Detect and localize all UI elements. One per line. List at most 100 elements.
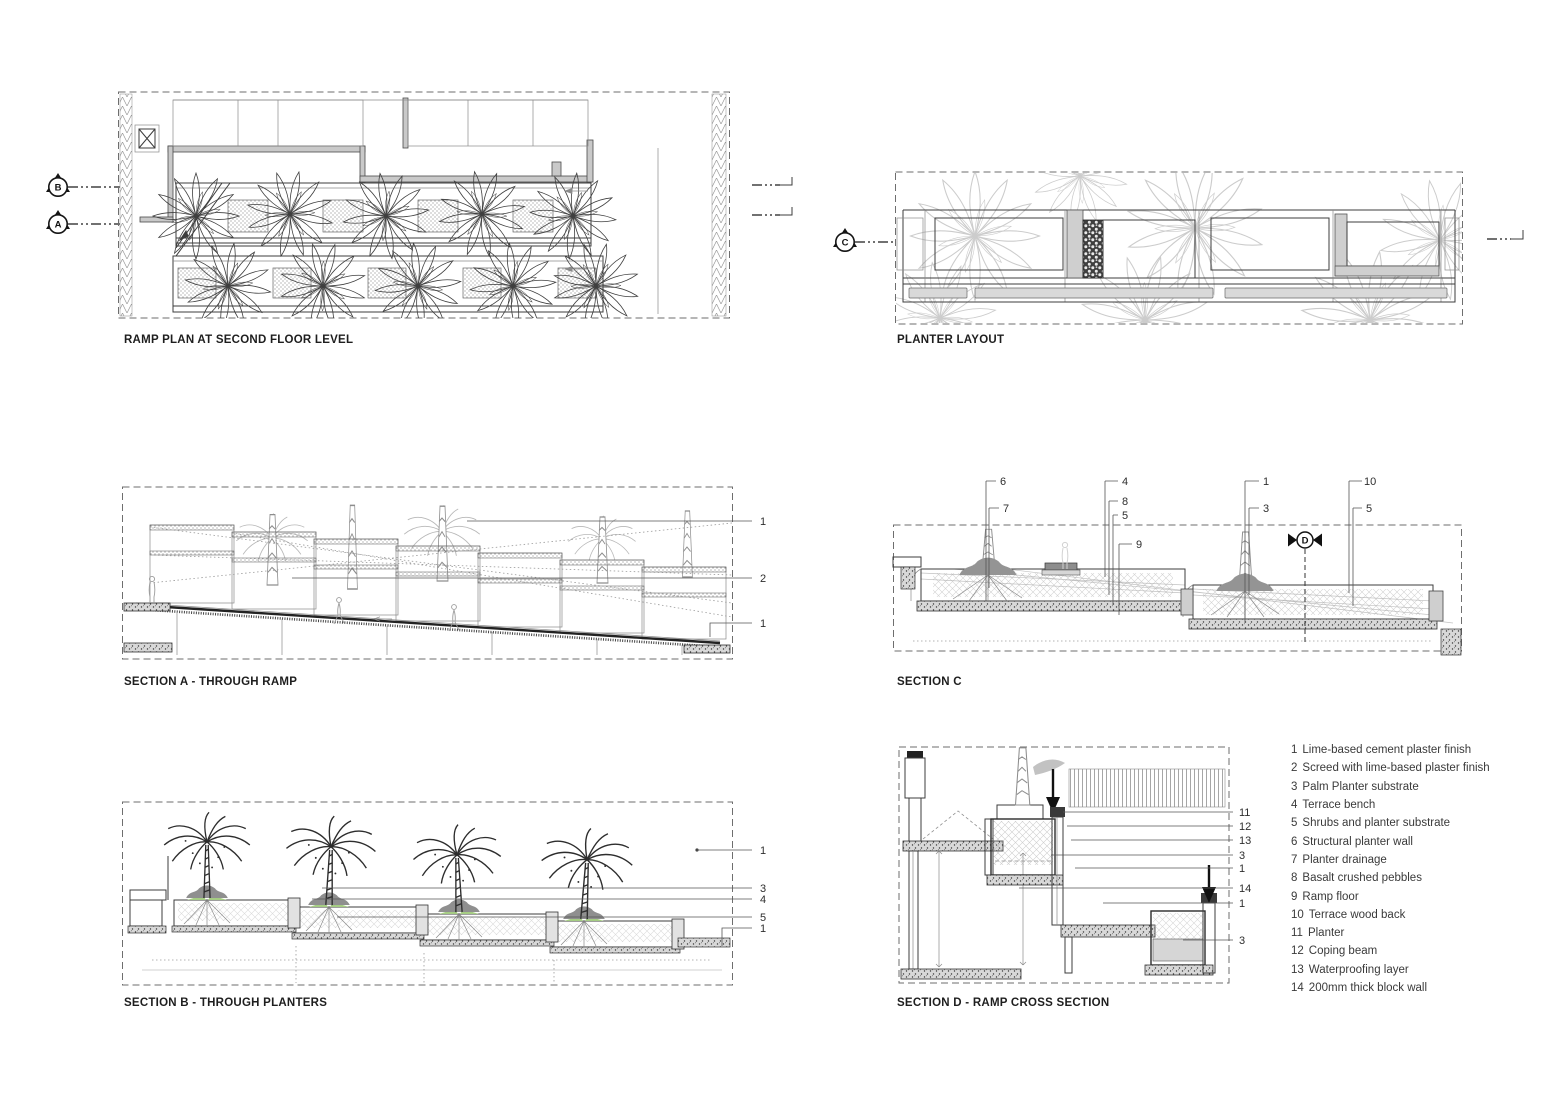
legend-item-label: Basalt crushed pebbles (1302, 872, 1422, 885)
legend-item: 10 Terrace wood back (1291, 906, 1521, 924)
legend-item-number: 13 (1291, 963, 1304, 976)
legend-item-number: 3 (1291, 780, 1298, 793)
planter-trough-2 (1180, 531, 1444, 630)
legend-item-label: Ramp floor (1302, 890, 1359, 903)
callout-number: 3 (1239, 935, 1245, 947)
legend-item-number: 8 (1291, 872, 1298, 885)
callout-number: 1 (1239, 863, 1245, 875)
section-marker-a-letter: A (55, 220, 62, 231)
layout-section-marker: C (833, 228, 894, 252)
section-marker-a: A (46, 210, 120, 234)
legend-item: 9 Ramp floor (1291, 887, 1521, 905)
plan-section-markers: B A (46, 173, 120, 234)
planter-wall (1066, 209, 1084, 279)
legend-item: 13 Waterproofing layer (1291, 961, 1521, 979)
section-a-callouts: 1 2 1 (292, 516, 766, 637)
step-curb (1180, 588, 1194, 616)
ramp-plan-drawing (118, 91, 730, 319)
planter-wall (1334, 265, 1440, 277)
palm-icon (539, 826, 634, 947)
section-b-callouts: 1 3 4 5 1 (312, 845, 766, 946)
floor-slabs (123, 602, 731, 654)
callout-number: 1 (760, 845, 766, 857)
corridor-walls (139, 97, 594, 223)
section-marker-c-letter: C (842, 238, 849, 249)
legend-item: 8 Basalt crushed pebbles (1291, 869, 1521, 887)
legend-item-label: Lime-based cement plaster finish (1302, 744, 1472, 757)
callout-number: 6 (1000, 476, 1006, 488)
callout-number: 5 (1366, 503, 1372, 515)
legend-item-number: 10 (1291, 908, 1304, 921)
section-a-drawing: 1 2 1 (122, 486, 766, 660)
legend-item-number: 14 (1291, 982, 1304, 994)
legend-item-label: 200mm thick block wall (1308, 982, 1428, 994)
legend-item-label: Planter (1307, 927, 1345, 940)
section-b-title: SECTION B - THROUGH PLANTERS (124, 997, 328, 1009)
planter-band (896, 209, 1460, 302)
legend-item-label: Palm Planter substrate (1302, 780, 1419, 793)
direction-arrows (563, 188, 588, 272)
wall-hatch-right (711, 93, 727, 317)
callout-number: 1 (760, 618, 766, 630)
ramp-edge (175, 182, 231, 257)
callout-number: 1 (760, 923, 766, 935)
ramp-plan-title: RAMP PLAN AT SECOND FLOOR LEVEL (124, 334, 354, 346)
plan-cut-brackets (752, 177, 793, 216)
section-marker-b-letter: B (55, 183, 62, 194)
planter-box (896, 217, 924, 271)
planter-layout-drawing (895, 171, 1463, 325)
legend-item-number: 1 (1291, 744, 1298, 757)
bench-strip (902, 283, 1456, 303)
legend-item-label: Screed with lime-based plaster finish (1302, 762, 1490, 775)
legend-item-number: 7 (1291, 853, 1298, 866)
callout-number: 3 (1239, 850, 1245, 862)
legend-item-label: Waterproofing layer (1308, 963, 1409, 976)
planter-box-lined (1102, 219, 1196, 279)
section-a-boundary (122, 486, 733, 660)
legend-item: 11 Planter (1291, 924, 1521, 942)
callout-number: 4 (1122, 476, 1128, 488)
palm-icon (412, 823, 502, 940)
legend-item-label: Terrace wood back (1308, 908, 1406, 921)
section-d-boundary (898, 746, 1230, 984)
section-b-edges (127, 856, 731, 983)
callout-number: 2 (760, 573, 766, 585)
callout-number: 8 (1122, 496, 1128, 508)
ramp (135, 602, 721, 655)
legend-item: 3 Palm Planter substrate (1291, 778, 1521, 796)
lower-right-assembly (1060, 865, 1217, 976)
palm-and-arrow (1014, 747, 1065, 813)
palm-trunk-icon (1014, 747, 1031, 806)
callout-number: 5 (1122, 510, 1128, 522)
stepped-troughs (171, 897, 685, 954)
section-d-callouts: 11 12 13 3 1 14 1 3 (1019, 807, 1251, 947)
callout-number: 12 (1239, 821, 1251, 833)
callout-number: 3 (760, 883, 766, 895)
legend-item: 1 Lime-based cement plaster finish (1291, 741, 1521, 759)
dashed-pitch-lines (922, 810, 994, 840)
legend-item-number: 9 (1291, 890, 1298, 903)
legend-item-number: 4 (1291, 799, 1298, 812)
sight-lines (149, 522, 733, 618)
terrace-bench (996, 804, 1044, 820)
section-c-callouts: 6 7 4 8 5 9 1 3 10 5 (985, 476, 1376, 623)
legend-item-number: 6 (1291, 835, 1298, 848)
end-curb (1428, 590, 1444, 622)
section-c-edges (892, 556, 1462, 656)
person-icon (448, 604, 460, 632)
palms (164, 812, 634, 947)
planter-rows (172, 182, 604, 313)
shrub-icon (959, 557, 1017, 575)
layout-palm-ghosts (867, 109, 1510, 399)
callout-number: 1 (760, 516, 766, 528)
central-wall (1050, 807, 1065, 926)
legend-item-label: Coping beam (1308, 945, 1378, 958)
legend-item: 14 200mm thick block wall (1291, 979, 1521, 997)
callout-number: 13 (1239, 835, 1251, 847)
legend-item-number: 11 (1291, 927, 1303, 940)
legend-item-label: Shrubs and planter substrate (1302, 817, 1451, 830)
bench-pads-row2 (177, 267, 597, 299)
